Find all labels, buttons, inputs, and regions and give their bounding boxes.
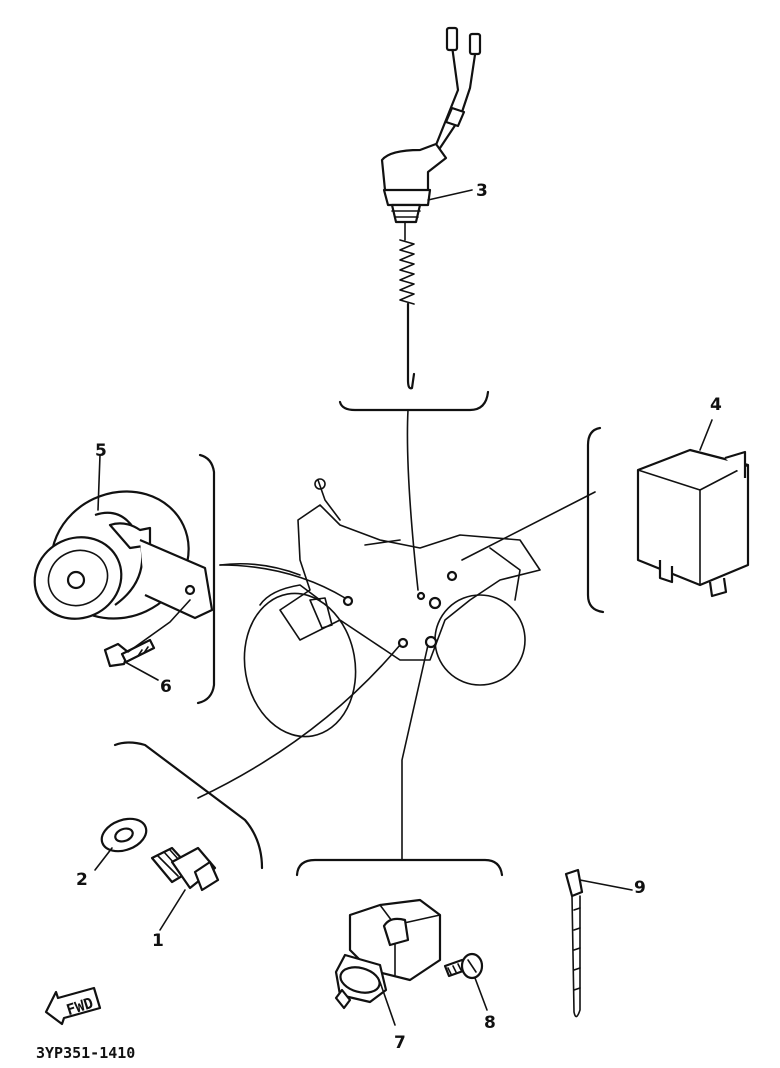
callout-8: 8: [484, 1013, 496, 1033]
callout-5: 5: [95, 441, 107, 461]
callout-4: 4: [710, 395, 722, 415]
leader-lines: [197, 409, 596, 861]
relay-part-4: [636, 419, 750, 598]
switch-part-7: [334, 898, 442, 1026]
callout-2: 2: [76, 870, 88, 890]
washer-part-2: [94, 817, 148, 871]
cable-tie-part-9: [564, 868, 633, 1018]
callout-6: 6: [160, 677, 172, 697]
neutral-switch-part-1: [150, 846, 220, 931]
callout-9: 9: [634, 878, 646, 898]
figure-code: 3YP351-1410: [36, 1044, 135, 1062]
callout-numbers: 1 2 3 4 5 6 7 8 9: [76, 181, 722, 1053]
callout-3: 3: [476, 181, 488, 201]
group-brackets: [113, 390, 605, 877]
callout-7: 7: [394, 1033, 406, 1053]
motorcycle-outline: [219, 478, 541, 738]
callout-1: 1: [152, 931, 164, 951]
screw-part-8: [443, 952, 488, 1011]
switch-assembly-part-3: [380, 26, 482, 390]
fwd-arrow-icon: FWD: [44, 986, 102, 1026]
bolt-part-6: [103, 599, 191, 681]
horn-part-5: [33, 454, 214, 620]
